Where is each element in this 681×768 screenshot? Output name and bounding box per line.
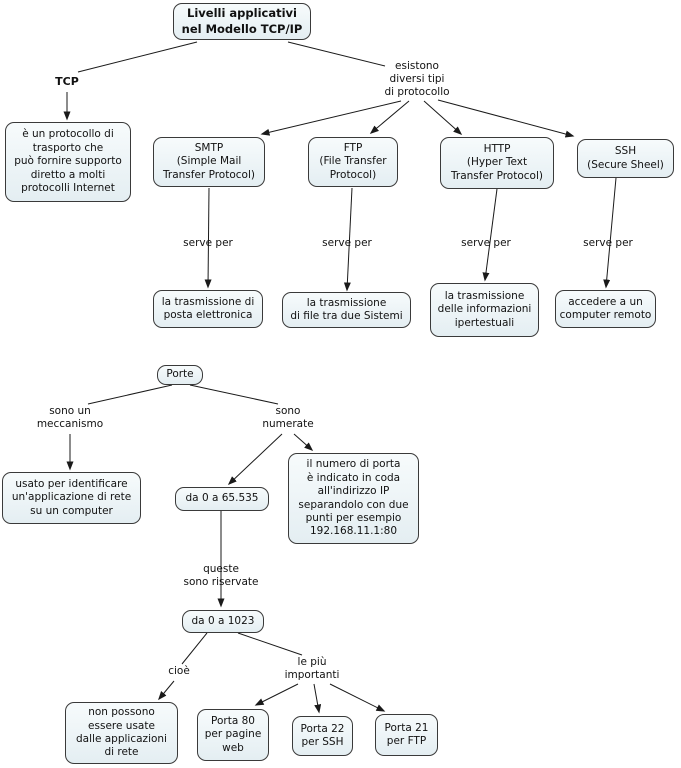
connector (189, 384, 279, 405)
node-http[interactable]: HTTP (Hyper Text Transfer Protocol) (440, 137, 554, 189)
node-http-purpose[interactable]: la trasmissione delle informazioni ipert… (430, 283, 539, 337)
label-queste-sono-riservate[interactable]: queste sono riservate (183, 563, 259, 589)
connector-arrow (204, 187, 212, 289)
connector (181, 632, 208, 665)
connector-arrow (482, 188, 498, 282)
node-title[interactable]: Livelli applicativi nel Modello TCP/IP (173, 3, 311, 40)
connector-arrow (260, 100, 402, 136)
node-porte[interactable]: Porte (157, 365, 203, 385)
node-tcp-description[interactable]: è un protocollo di trasporto che può for… (5, 122, 131, 202)
label-cioe[interactable]: cioè (168, 665, 190, 677)
connector (237, 632, 303, 656)
connector (287, 41, 386, 67)
node-reserved-meaning[interactable]: non possono essere usate dalle applicazi… (65, 702, 178, 764)
node-port-range-all[interactable]: da 0 a 65.535 (175, 487, 269, 511)
connector-arrow (254, 683, 299, 706)
node-porta-80[interactable]: Porta 80 per pagine web (197, 709, 269, 761)
label-serve-per-http[interactable]: serve per (461, 237, 511, 249)
node-porta-21[interactable]: Porta 21 per FTP (375, 714, 438, 756)
connector-arrow (293, 433, 314, 451)
node-port-range-reserved[interactable]: da 0 a 1023 (182, 610, 264, 633)
label-serve-per-smtp[interactable]: serve per (183, 237, 233, 249)
connector-arrow (437, 99, 575, 138)
node-ftp[interactable]: FTP (File Transfer Protocol) (308, 137, 398, 187)
connector-arrow (369, 100, 410, 134)
node-port-number-info[interactable]: il numero di porta è indicato in coda al… (288, 453, 419, 544)
connector-arrow (227, 433, 283, 486)
connector-arrow (329, 683, 386, 712)
node-smtp-purpose[interactable]: la trasmissione di posta elettronica (153, 290, 263, 328)
connector-arrow (313, 683, 322, 714)
connector-arrow (423, 100, 463, 135)
node-ftp-purpose[interactable]: la trasmissione di file tra due Sistemi (282, 292, 411, 328)
label-tcp[interactable]: TCP (55, 75, 79, 88)
label-le-piu-importanti[interactable]: le più importanti (284, 656, 340, 682)
connector-arrow (158, 680, 175, 701)
node-smtp[interactable]: SMTP (Simple Mail Transfer Protocol) (153, 137, 265, 187)
connector (87, 384, 173, 405)
node-porta-22[interactable]: Porta 22 per SSH (292, 716, 353, 756)
label-esistono-diversi-tipi[interactable]: esistono diversi tipi di protocollo (384, 60, 450, 99)
connector (77, 41, 198, 73)
node-porte-purpose[interactable]: usato per identificare un'applicazione d… (2, 472, 141, 524)
label-serve-per-ssh[interactable]: serve per (583, 237, 633, 249)
label-sono-numerate[interactable]: sono numerate (262, 405, 314, 431)
label-sono-un-meccanismo[interactable]: sono un meccanismo (36, 405, 104, 431)
node-ssh[interactable]: SSH (Secure Sheel) (577, 139, 674, 178)
label-serve-per-ftp[interactable]: serve per (322, 237, 372, 249)
connector-arrow (603, 177, 617, 289)
node-ssh-purpose[interactable]: accedere a un computer remoto (555, 290, 656, 328)
connector-arrow (343, 187, 353, 292)
